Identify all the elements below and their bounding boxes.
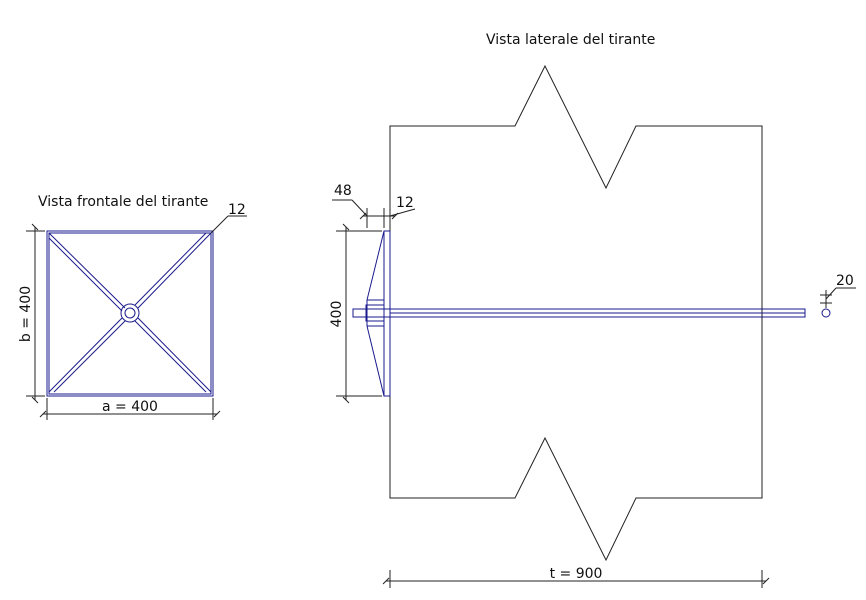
dim-rod-diameter [820,287,856,308]
side-nut [365,304,385,322]
dim-plate-height-side [336,223,382,404]
front-view: Vista frontale del tirante a = 400 [18,194,247,420]
rod-section-circle [821,308,831,318]
side-anchor-plate [383,230,391,397]
dim-wall-thickness-label: t = 900 [550,566,603,582]
front-rod-section [124,307,136,319]
dim-rod-diameter-label: 20 [836,273,854,289]
side-view: Vista laterale del tirante 400 [329,32,856,588]
wall-section [389,64,763,562]
front-plate-inner-edge [48,232,212,395]
side-stiffener [366,230,385,397]
front-view-title: Vista frontale del tirante [38,194,208,210]
dim-side-thickness-label: 12 [396,195,414,211]
front-thickness-label: 12 [228,202,246,218]
front-plate-outline [46,230,214,397]
dim-plate-height-label: 400 [329,301,345,328]
side-view-title: Vista laterale del tirante [486,32,655,48]
front-thickness-leader [210,215,247,234]
dim-wall-thickness [382,570,770,588]
dim-height-label: b = 400 [18,286,34,342]
dim-stiffener-side [332,199,416,228]
dim-height-front [26,223,45,404]
front-diagonal-stiffeners [48,232,212,393]
front-nut-outer [120,303,140,323]
dim-stiffener-label: 48 [334,183,352,199]
dim-width-front [39,398,221,420]
dim-width-label: a = 400 [102,399,158,415]
